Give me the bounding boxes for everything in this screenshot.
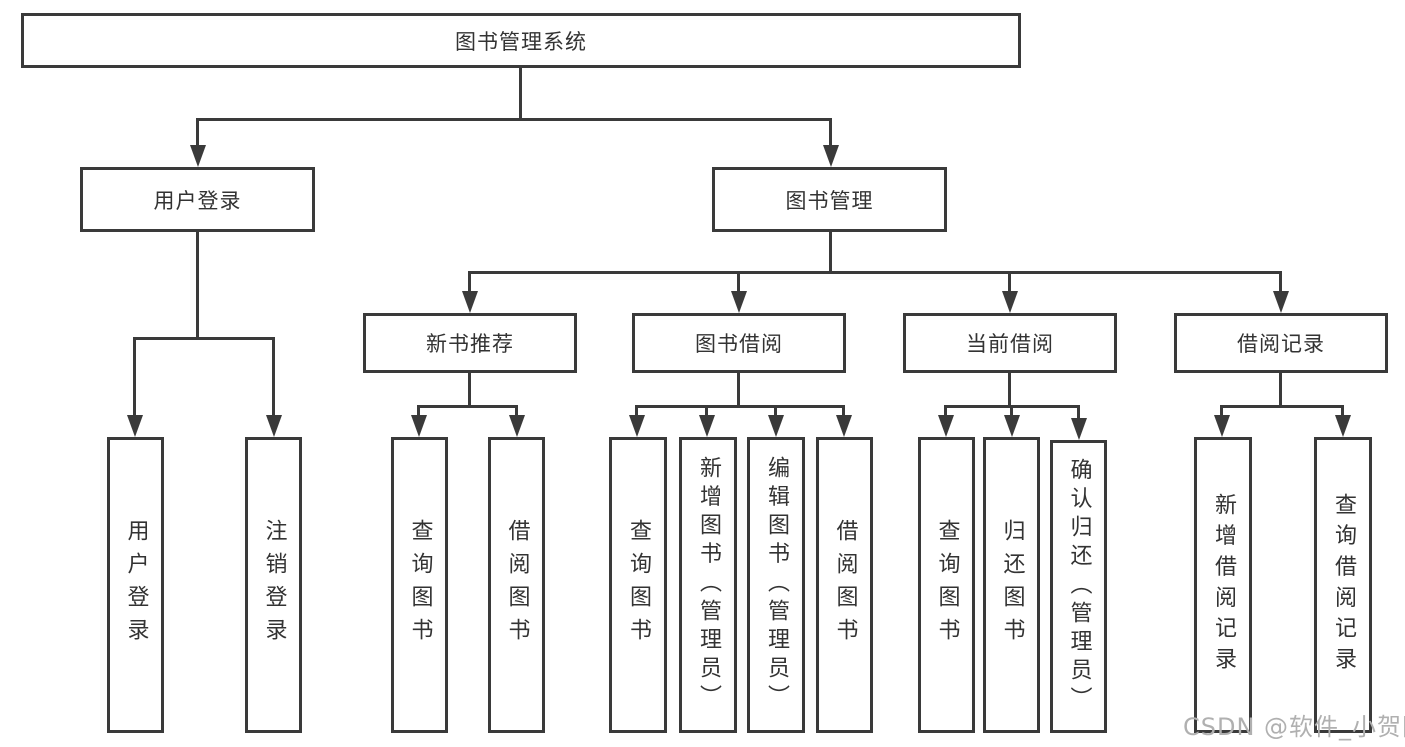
connector-line: [417, 405, 518, 408]
leaf-query-book: 查询图书: [918, 437, 975, 733]
connector-line: [196, 118, 832, 121]
arrow-down-icon: [411, 415, 427, 437]
arrow-down-icon: [836, 415, 852, 437]
arrow-down-icon: [938, 415, 954, 437]
arrow-down-icon: [629, 415, 645, 437]
arrow-down-icon: [823, 145, 839, 167]
arrow-down-icon: [699, 415, 715, 437]
connector-line: [1010, 405, 1013, 419]
node-book-borrow: 图书借阅: [632, 313, 846, 373]
arrow-down-icon: [731, 291, 747, 313]
leaf-borrow-book: 借阅图书: [488, 437, 545, 733]
connector-line: [1077, 405, 1080, 419]
node-label: 确认归还（管理员）: [1066, 457, 1092, 716]
connector-line: [417, 405, 420, 419]
connector-line: [196, 232, 199, 337]
node-current-borrow: 当前借阅: [903, 313, 1117, 373]
node-label: 图书管理系统: [455, 29, 587, 54]
node-label: 图书借阅: [695, 332, 783, 356]
leaf-query-book: 查询图书: [609, 437, 667, 733]
node-label: 借阅图书: [504, 519, 530, 651]
node-label: 编辑图书（管理员）: [764, 456, 789, 714]
connector-line: [944, 405, 947, 419]
csdn-watermark: CSDN @软件_小贺同学: [1183, 713, 1405, 741]
node-label: 新书推荐: [426, 332, 514, 356]
leaf-query-book: 查询图书: [391, 437, 448, 733]
connector-line: [133, 337, 275, 340]
connector-line: [829, 118, 832, 150]
arrow-down-icon: [266, 415, 282, 437]
connector-line: [705, 405, 708, 419]
node-label: 查询图书: [626, 519, 651, 651]
connector-line: [842, 405, 845, 419]
node-label: 查询借阅记录: [1331, 492, 1356, 678]
node-label: 图书管理: [785, 188, 874, 213]
arrow-down-icon: [1214, 415, 1230, 437]
connector-line: [635, 405, 638, 419]
node-label: 新增图书（管理员）: [696, 456, 721, 714]
leaf-confirm-return-admin: 确认归还（管理员）: [1050, 440, 1107, 733]
leaf-query-borrow-record: 查询借阅记录: [1314, 437, 1372, 733]
connector-line: [1279, 373, 1282, 408]
node-user-login: 用户登录: [80, 167, 315, 232]
connector-line: [468, 271, 471, 295]
connector-line: [515, 405, 518, 419]
connector-line: [635, 405, 845, 408]
connector-line: [737, 271, 740, 295]
node-label: 借阅图书: [832, 519, 858, 651]
connector-line: [133, 337, 136, 420]
connector-line: [1220, 405, 1223, 419]
node-label: 用户登录: [153, 188, 242, 213]
node-label: 新增借阅记录: [1211, 492, 1236, 678]
connector-line: [1008, 373, 1011, 408]
connector-line: [829, 232, 832, 274]
node-book-management: 图书管理: [712, 167, 947, 232]
arrow-down-icon: [768, 415, 784, 437]
node-label: 查询图书: [934, 519, 960, 651]
node-label: 用户登录: [123, 519, 149, 651]
node-borrow-records: 借阅记录: [1174, 313, 1388, 373]
node-label: 当前借阅: [966, 332, 1054, 356]
arrow-down-icon: [190, 145, 206, 167]
connector-line: [1341, 405, 1344, 419]
arrow-down-icon: [1335, 415, 1351, 437]
arrow-down-icon: [1004, 415, 1020, 437]
arrow-down-icon: [1273, 291, 1289, 313]
leaf-return-book: 归还图书: [983, 437, 1040, 733]
leaf-user-login: 用户登录: [107, 437, 164, 733]
arrow-down-icon: [509, 415, 525, 437]
connector-line: [519, 66, 522, 120]
connector-line: [1220, 405, 1343, 408]
node-new-book-recommend: 新书推荐: [363, 313, 577, 373]
leaf-edit-book-admin: 编辑图书（管理员）: [747, 437, 805, 733]
node-label: 注销登录: [261, 519, 287, 651]
arrow-down-icon: [462, 291, 478, 313]
connector-line: [468, 373, 471, 408]
connector-line: [196, 118, 199, 150]
node-label: 借阅记录: [1237, 332, 1325, 356]
leaf-borrow-book: 借阅图书: [816, 437, 873, 733]
connector-line: [1279, 271, 1282, 295]
connector-line: [272, 337, 275, 420]
connector-line: [1008, 271, 1011, 295]
arrow-down-icon: [127, 415, 143, 437]
node-root: 图书管理系统: [21, 13, 1021, 68]
leaf-add-borrow-record: 新增借阅记录: [1194, 437, 1252, 733]
connector-line: [737, 373, 740, 408]
connector-line: [774, 405, 777, 419]
arrow-down-icon: [1002, 291, 1018, 313]
connector-line: [468, 271, 1282, 274]
node-label: 归还图书: [999, 519, 1025, 651]
node-label: 查询图书: [407, 519, 433, 651]
arrow-down-icon: [1071, 418, 1087, 440]
leaf-logout: 注销登录: [245, 437, 302, 733]
leaf-add-book-admin: 新增图书（管理员）: [679, 437, 737, 733]
